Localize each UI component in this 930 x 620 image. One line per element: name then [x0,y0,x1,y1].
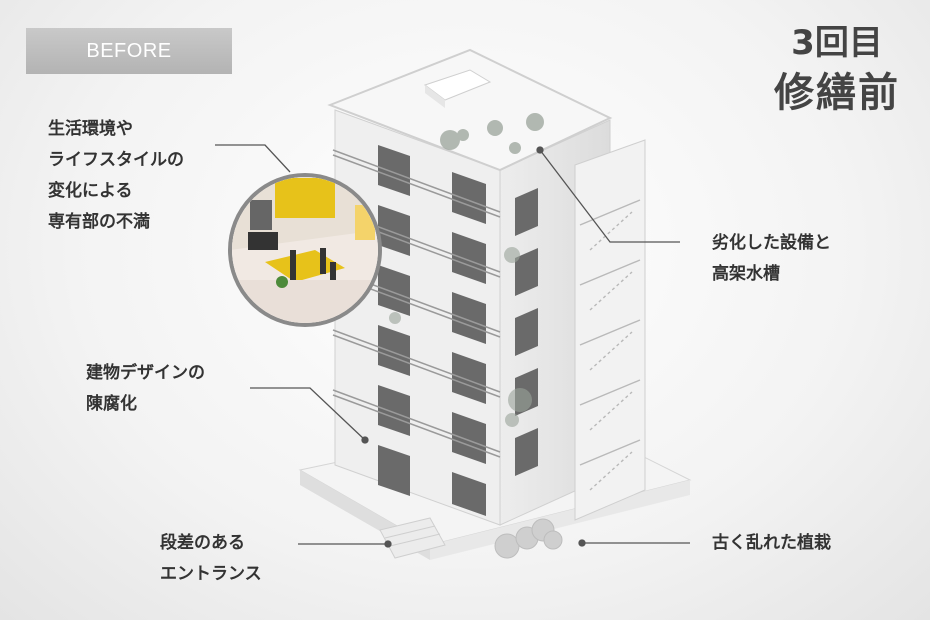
leader-equipment [539,149,680,243]
shrubs [494,518,563,559]
label-interior-line-1: 生活環境や [48,119,133,139]
leader-interior [215,144,291,173]
label-equipment-line-1: 劣化した設備と [712,233,831,253]
label-interior-line-4: 専有部の不満 [48,212,150,232]
label-entrance: 段差のある エントランス [160,528,262,590]
title-line-1: 3回目 [791,23,883,63]
label-interior: 生活環境や ライフスタイルの 変化による 専有部の不満 [48,114,184,238]
leader-entrance-dot [384,540,392,548]
label-equipment: 劣化した設備と 高架水槽 [712,228,831,290]
label-plants: 古く乱れた植栽 [712,528,831,559]
external-staircase [574,139,646,521]
facade-weathering [389,247,532,427]
label-interior-line-2: ライフスタイルの [48,150,184,170]
leader-design [250,387,366,441]
label-design-line-2: 陳腐化 [86,394,137,414]
leader-design-dot [361,436,369,444]
roof [327,48,613,172]
front-windows [378,145,486,516]
leader-plants-dot [578,539,586,547]
title-line-2: 修繕前 [774,70,900,116]
roof-moss [440,113,544,154]
label-design-line-1: 建物デザインの [86,363,205,383]
page-title: 3回目 修繕前 [774,20,900,120]
label-equipment-line-2: 高架水槽 [712,264,780,284]
interior-inset [228,173,382,327]
leader-equipment-dot [536,146,544,154]
label-entrance-line-1: 段差のある [160,533,245,553]
label-entrance-line-2: エントランス [160,564,262,584]
before-badge: BEFORE [26,28,232,74]
label-design: 建物デザインの 陳腐化 [86,358,205,420]
label-interior-line-3: 変化による [48,181,133,201]
label-plants-line-1: 古く乱れた植栽 [712,533,831,553]
entrance-steps [379,517,446,559]
